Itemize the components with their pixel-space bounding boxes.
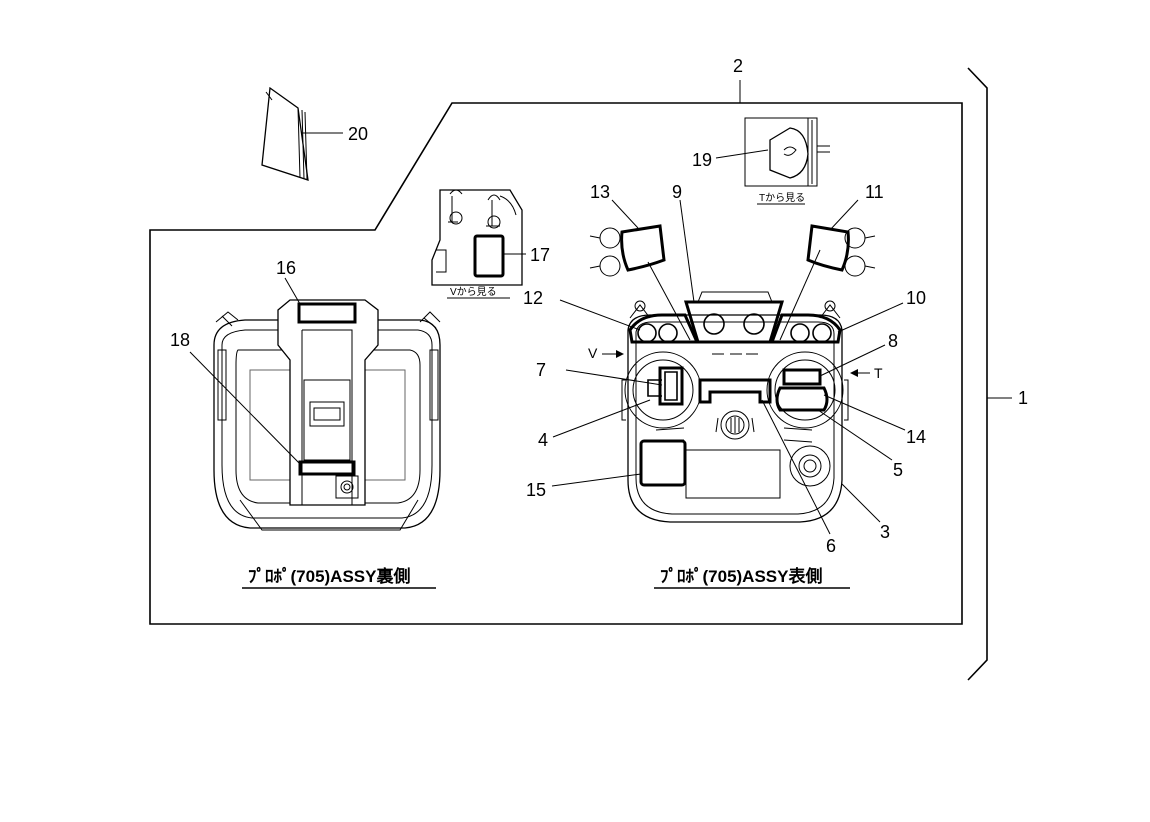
part-17-label <box>473 234 505 278</box>
transmitter-front-view <box>621 291 849 523</box>
leader-16 <box>284 277 301 305</box>
view-note-from-t: Tから見る <box>759 192 805 204</box>
leader-3 <box>841 483 881 523</box>
part-7-inner <box>647 371 678 401</box>
leader-9 <box>679 199 695 303</box>
callout-6: 6 <box>826 536 836 556</box>
callout-3: 3 <box>880 522 890 542</box>
callout-1: 1 <box>1018 388 1028 408</box>
leader-6 <box>761 399 831 535</box>
center-switch-b <box>743 313 765 335</box>
part-16-label <box>297 302 357 324</box>
leader-8 <box>819 344 886 377</box>
transmitter-back-view <box>213 299 441 531</box>
leader-11b <box>779 249 821 341</box>
callout-4: 4 <box>538 430 548 450</box>
t-arrow-head <box>850 369 858 377</box>
assembly-frame <box>149 102 963 625</box>
callout-16: 16 <box>276 258 296 278</box>
leader-13b <box>647 261 691 341</box>
part-9-center-switch-cover <box>683 300 785 344</box>
top-view-inset <box>744 117 830 187</box>
leader-19 <box>715 149 769 159</box>
view-note-from-v: Vから見る <box>450 286 497 298</box>
v-arrow-head <box>616 350 624 358</box>
part-12-left-switch-cover <box>628 313 700 344</box>
callout-5: 5 <box>893 460 903 480</box>
callout-12: 12 <box>523 288 543 308</box>
leader-12 <box>559 299 641 331</box>
leader-10 <box>837 302 904 333</box>
left-switch-a <box>637 323 657 343</box>
part-6-center-bracket <box>698 378 772 404</box>
callout-17: 17 <box>530 245 550 265</box>
right-switch-a <box>790 323 810 343</box>
leader-13 <box>611 199 639 229</box>
part-7-left-stick <box>658 366 684 406</box>
leader-5 <box>817 409 893 461</box>
callout-15: 15 <box>526 480 546 500</box>
view-note-v-arrow: V <box>588 345 598 361</box>
callout-18: 18 <box>170 330 190 350</box>
center-switch-a <box>703 313 725 335</box>
callout-20: 20 <box>348 124 368 144</box>
leader-18 <box>189 351 303 467</box>
callout-11: 11 <box>865 182 884 202</box>
leader-14 <box>823 394 906 431</box>
leader-4 <box>552 399 651 438</box>
leader-7 <box>565 369 663 386</box>
callout-14: 14 <box>906 427 926 447</box>
right-bracket <box>967 67 988 681</box>
part-10-right-switch-cover <box>769 313 842 344</box>
callout-19: 19 <box>692 150 712 170</box>
part-13-side-lever <box>589 224 666 277</box>
leader-15 <box>551 473 642 487</box>
callout-10: 10 <box>906 288 926 308</box>
leader-11 <box>829 199 859 231</box>
callout-8: 8 <box>888 331 898 351</box>
part-15-label <box>639 439 687 487</box>
view-note-t-arrow: T <box>874 365 883 381</box>
manual-booklet <box>261 86 309 181</box>
part-18-label <box>298 460 356 476</box>
part-11-side-lever <box>806 224 876 277</box>
callout-13: 13 <box>590 182 610 202</box>
left-switch-b <box>658 323 678 343</box>
right-switch-b <box>812 323 832 343</box>
callout-2: 2 <box>733 56 743 76</box>
part-8-right-gimbal-plate <box>775 386 829 412</box>
caption-back-view: ﾌﾟﾛﾎﾟ(705)ASSY裏側 <box>248 566 410 586</box>
caption-front-view: ﾌﾟﾛﾎﾟ(705)ASSY表側 <box>660 566 822 586</box>
callout-7: 7 <box>536 360 546 380</box>
callout-9: 9 <box>672 182 682 202</box>
part-14-right-stick <box>782 368 822 386</box>
